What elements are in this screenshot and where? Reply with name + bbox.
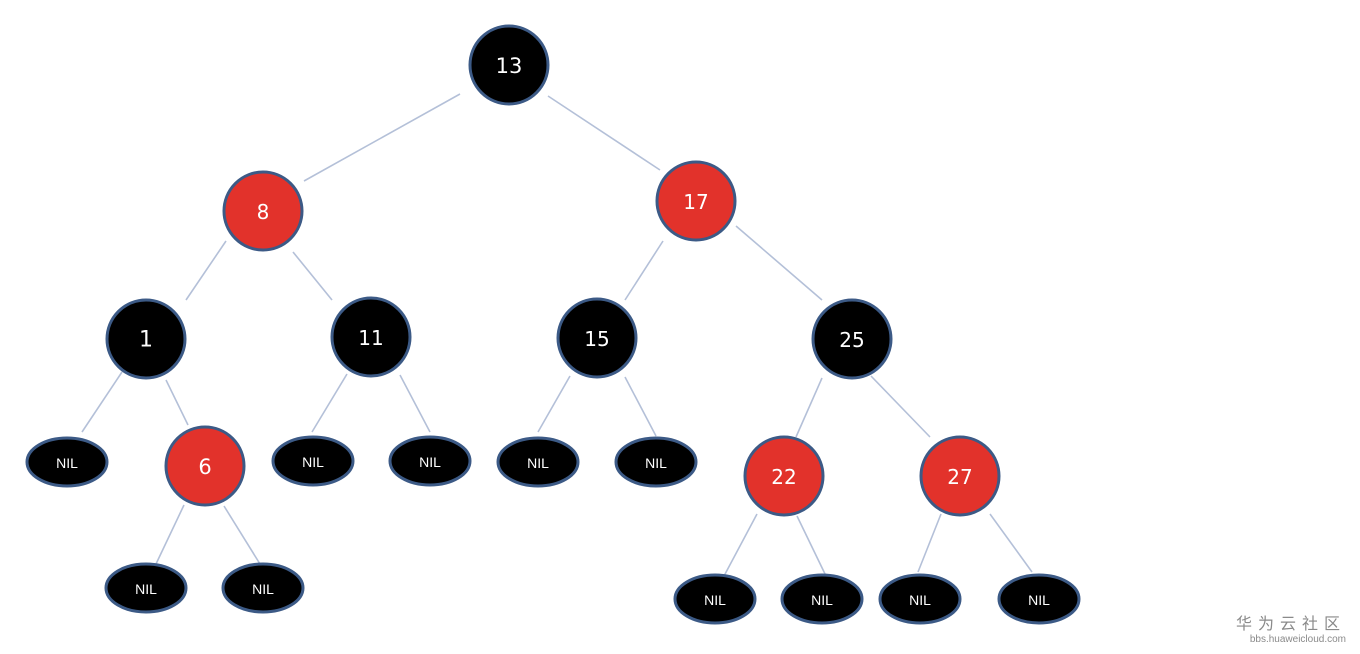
- tree-edge: [624, 376, 657, 437]
- tree-node-11: 11: [330, 296, 412, 378]
- nil-leaf-label: NIL: [419, 454, 441, 470]
- nil-leaf-shape: [25, 436, 109, 488]
- nil-leaf-shape: [496, 436, 580, 488]
- nil-leaf-shape: [221, 562, 305, 614]
- nil-6-right: NIL: [221, 562, 305, 614]
- tree-node-circle: [222, 170, 304, 252]
- tree-node-circle: [556, 297, 638, 379]
- tree-node-27: 27: [919, 435, 1001, 517]
- nil-leaf-label: NIL: [704, 592, 726, 608]
- tree-node-6: 6: [164, 425, 246, 507]
- tree-edge: [292, 251, 333, 301]
- tree-node-label: 11: [358, 326, 383, 350]
- nil-leaf-label: NIL: [645, 455, 667, 471]
- nil-leaf-label: NIL: [302, 454, 324, 470]
- nil-leaf-label: NIL: [1028, 592, 1050, 608]
- nil-leaf-label: NIL: [135, 581, 157, 597]
- tree-edges: [81, 93, 1033, 577]
- nil-15-left: NIL: [496, 436, 580, 488]
- nil-leaf-label: NIL: [811, 592, 833, 608]
- nil-leaf-shape: [780, 573, 864, 625]
- nil-leaf-shape: [614, 436, 698, 488]
- nil-11-right: NIL: [388, 435, 472, 487]
- tree-edge: [796, 515, 827, 577]
- nil-1-left: NIL: [25, 436, 109, 488]
- tree-node-17: 17: [655, 160, 737, 242]
- tree-edge: [723, 513, 758, 577]
- tree-edge: [165, 379, 189, 426]
- nil-leaf-shape: [388, 435, 472, 487]
- tree-node-15: 15: [556, 297, 638, 379]
- tree-node-label: 15: [584, 327, 609, 351]
- tree-edge: [795, 377, 823, 438]
- tree-node-circle: [468, 24, 550, 106]
- tree-edge: [870, 375, 931, 438]
- tree-node-25: 25: [811, 298, 893, 380]
- tree-node-label: 22: [771, 465, 796, 489]
- tree-node-circle: [164, 425, 246, 507]
- tree-node-label: 13: [496, 54, 523, 78]
- tree-node-circle: [330, 296, 412, 378]
- tree-node-1: 1: [105, 298, 187, 380]
- nil-22-left: NIL: [673, 573, 757, 625]
- nil-27-left: NIL: [878, 573, 962, 625]
- tree-edge: [311, 373, 348, 433]
- nil-6-left: NIL: [104, 562, 188, 614]
- tree-edge: [223, 505, 261, 565]
- tree-edge: [989, 513, 1033, 573]
- tree-node-circle: [655, 160, 737, 242]
- tree-edge: [155, 504, 185, 565]
- tree-node-circle: [811, 298, 893, 380]
- tree-node-label: 8: [257, 200, 270, 224]
- nil-leaf-shape: [104, 562, 188, 614]
- tree-node-circle: [743, 435, 825, 517]
- tree-edge: [81, 371, 123, 433]
- nil-leaf-label: NIL: [527, 455, 549, 471]
- tree-node-circle: [105, 298, 187, 380]
- tree-edge: [917, 513, 942, 573]
- nil-leaf-shape: [271, 435, 355, 487]
- watermark-title: 华为云社区: [1235, 614, 1346, 633]
- tree-node-13: 13: [468, 24, 550, 106]
- nil-leaves: NIL NIL NIL NIL NIL NIL NIL NIL NIL NIL NIL: [25, 435, 1081, 625]
- tree-node-22: 22: [743, 435, 825, 517]
- nil-leaf-shape: [673, 573, 757, 625]
- tree-node-label: 1: [139, 328, 153, 353]
- tree-edge: [537, 375, 571, 433]
- nil-leaf-label: NIL: [909, 592, 931, 608]
- tree-node-label: 17: [683, 190, 708, 214]
- tree-edge: [547, 95, 661, 171]
- tree-node-label: 27: [947, 465, 972, 489]
- tree-node-circle: [919, 435, 1001, 517]
- tree-edge: [735, 225, 823, 301]
- tree-edge: [399, 374, 431, 433]
- tree-edge: [185, 240, 227, 301]
- nil-leaf-shape: [878, 573, 962, 625]
- nil-leaf-shape: [997, 573, 1081, 625]
- nil-leaf-label: NIL: [56, 455, 78, 471]
- tree-edge: [303, 93, 461, 182]
- tree-node-8: 8: [222, 170, 304, 252]
- tree-edge: [624, 240, 664, 301]
- watermark: 华为云社区 bbs.huaweicloud.com: [1236, 614, 1346, 646]
- nil-22-right: NIL: [780, 573, 864, 625]
- tree-node-label: 6: [198, 455, 211, 479]
- tree-node-label: 25: [839, 328, 864, 352]
- nil-11-left: NIL: [271, 435, 355, 487]
- nil-27-right: NIL: [997, 573, 1081, 625]
- nil-15-right: NIL: [614, 436, 698, 488]
- nil-leaf-label: NIL: [252, 581, 274, 597]
- watermark-url: bbs.huaweicloud.com: [1249, 634, 1346, 645]
